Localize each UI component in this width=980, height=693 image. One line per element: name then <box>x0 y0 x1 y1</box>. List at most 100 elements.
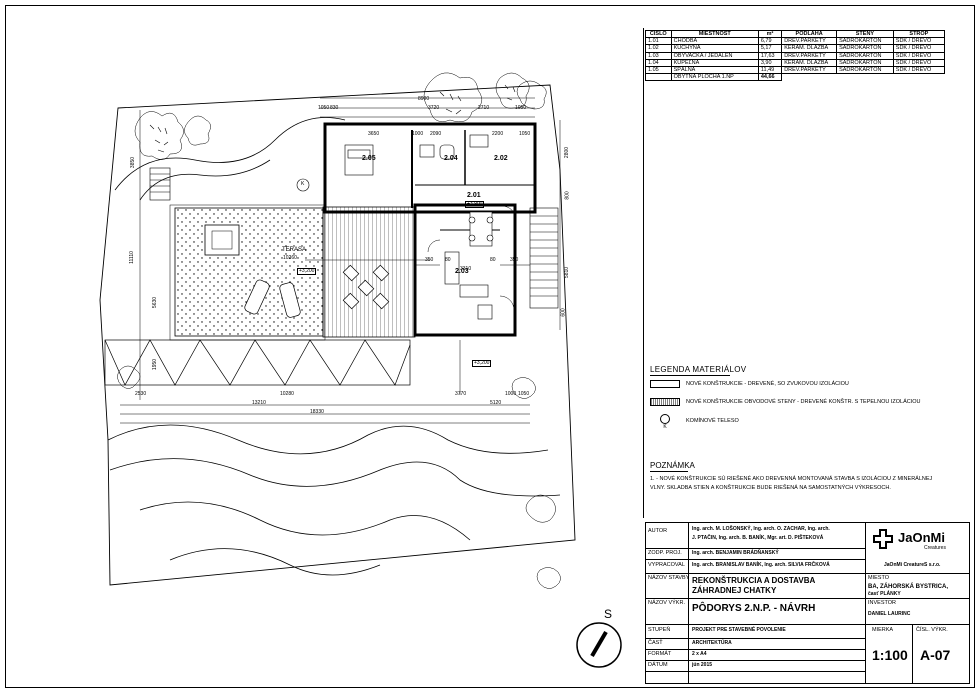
cell-floor: DREV.PARKETY <box>781 65 838 75</box>
legend-swatch-insulated <box>650 398 680 406</box>
legend-title: LEGENDA MATERIÁLOV <box>650 365 747 374</box>
company-logo-icon <box>873 529 893 549</box>
dim-top-1050c: 1050 <box>519 131 531 137</box>
room-2-05-label: 2.05 <box>362 155 376 162</box>
stupen-label: STUPEŇ <box>648 627 671 633</box>
dim-top-3650: 3650 <box>368 131 380 137</box>
cell-ceiling: SDK / DREVO <box>892 51 946 60</box>
room-table-header-row: ČÍSLO MIESTNOSŤ m² PODLAHA STENY STROP <box>645 29 946 39</box>
dim-inner-10260: 10260 <box>283 255 297 261</box>
vypracoval-value: Ing. arch. BRANISLAV BANÍK, Ing. arch. S… <box>692 562 830 568</box>
datum-label: DÁTUM <box>648 662 668 668</box>
title-block <box>645 522 970 684</box>
dim-left-3850: 3850 <box>130 156 137 169</box>
dim-bottom-1050: 1050 <box>518 391 530 397</box>
plot-boundary <box>99 84 576 586</box>
right-frame-line <box>643 28 974 518</box>
legend-swatch-wood <box>650 380 680 388</box>
cislo-label: ČÍSL. VÝKR. <box>916 627 948 633</box>
cell-area: 6,79 <box>757 37 783 46</box>
dim-right-600: 600 <box>560 308 567 317</box>
terrace-label: TERASA <box>282 247 307 253</box>
format-value: 2 x A4 <box>692 651 707 657</box>
cell-floor: DREV.PARKETY <box>781 37 838 46</box>
logo-text: JaOnMi <box>898 530 945 545</box>
interior-furniture <box>344 134 494 320</box>
cell-floor: KERAM. DLAŽBA <box>781 44 838 53</box>
tb-divider <box>645 671 865 672</box>
dim-right-5810: 5810 <box>564 266 571 279</box>
note-line <box>650 471 688 472</box>
dim-top-1050: 1050 <box>318 105 330 111</box>
cast-value: ARCHITEKTÚRA <box>692 640 732 646</box>
vykres-value: PÔDORYS 2.N.P. - NÁVRH <box>692 603 816 614</box>
vypracoval-label: VYPRACOVAL <box>648 562 685 568</box>
room-2-02-label: 2.02 <box>494 155 508 162</box>
autor-value-2: J. PTAČIN, Ing. arch. B. BANÍK, Mgr. art… <box>692 535 824 541</box>
miesto-value-1: BA, ZÁHORSKÁ BYSTRICA, <box>868 584 949 590</box>
cislo-value: A-07 <box>920 647 951 663</box>
dim-right-800: 800 <box>564 191 571 200</box>
plan-chimney-letter: K <box>301 181 305 187</box>
side-stairs <box>529 207 559 309</box>
dim-bottom-3770: 3770 <box>455 391 467 397</box>
dim-bottom-1000: 1000 <box>505 391 517 397</box>
table-total-row: OBYTNÁ PLOCHA 1.NP 44,66 <box>645 73 945 82</box>
dim-left-1950: 1950 <box>152 358 159 371</box>
datum-value: jún 2015 <box>692 662 713 668</box>
zodp-value: Ing. arch. BENJAMIN BRÁDŇANSKÝ <box>692 550 779 556</box>
zodp-label: ZODP. PROJ. <box>648 550 682 556</box>
autor-value-1: Ing. arch. M. LOŠONSKÝ, Ing. arch. O. ZA… <box>692 526 830 532</box>
room-2-01-label: 2.01 <box>467 192 481 199</box>
note-line-2: VLNY. SKLADBA STIEN A KONŠTRUKCIE BUDE R… <box>650 485 891 491</box>
door-swings <box>427 205 517 311</box>
legend-item-chimney: KOMÍNOVÉ TELESO <box>686 418 739 424</box>
investor-label: INVESTOR <box>868 600 897 606</box>
mierka-label: MIERKA <box>872 627 894 633</box>
cell-ceiling: SDK / DREVO <box>892 44 946 53</box>
dim-inner-350b: 350 <box>510 257 519 263</box>
cell-floor: DREV.PARKETY <box>781 51 838 60</box>
table-row: 1.01 CHODBA 6,79 DREV.PARKETY SADROKARTÓ… <box>645 37 946 46</box>
cell-ceiling: SDK / DREVO <box>892 65 946 75</box>
legend-line <box>650 375 730 376</box>
cell-area: 17,63 <box>757 51 783 60</box>
room-schedule-table: ČÍSLO MIESTNOSŤ m² PODLAHA STENY STROP 1… <box>645 29 946 82</box>
col-header-area: m² <box>757 29 783 39</box>
floor-plan-drawing <box>99 72 576 589</box>
dim-top-8900: 8900 <box>418 96 430 102</box>
sheet-border <box>5 5 975 688</box>
stavba-value-2: ZÁHRADNEJ CHATKY <box>692 586 777 595</box>
garden-paths <box>107 117 561 576</box>
stavba-value-1: REKONŠTRUKCIA A DOSTAVBA <box>692 576 816 585</box>
dim-top-2090: 2090 <box>430 131 442 137</box>
room-2-04-label: 2.04 <box>444 155 458 162</box>
vegetation-scribbles <box>149 84 516 153</box>
tb-divider <box>645 660 865 661</box>
miesto-value-2: časť PLÁNKY <box>868 591 901 597</box>
tb-divider <box>645 598 865 599</box>
investor-value: DANIEL LAURINC <box>868 611 911 617</box>
tb-divider <box>645 548 865 549</box>
legend-chimney-letter: K <box>663 424 667 430</box>
dim-inner-80a: 80 <box>445 257 451 263</box>
table-row: 1.02 KUCHYŇA 5,17 KERAM. DLAŽBA SADROKAR… <box>645 44 946 53</box>
tb-col-divider <box>912 624 913 684</box>
north-arrow-icon <box>576 622 622 668</box>
logo-subtext: Creatures <box>924 545 946 551</box>
tb-divider <box>865 598 970 599</box>
dim-bottom-18330: 18330 <box>310 409 324 415</box>
dim-top-1050b: 1050 <box>515 105 527 111</box>
tb-divider <box>645 649 865 650</box>
dim-inner-80b: 80 <box>490 257 496 263</box>
legend-item-insulated: NOVÉ KONŠTRUKCIE OBVODOVÉ STENY - DREVEN… <box>686 399 921 405</box>
company-name: JaOnMi CreatureS s.r.o. <box>884 562 941 568</box>
cell-area: 5,17 <box>757 44 783 53</box>
deck-furniture <box>342 264 390 310</box>
col-header-floor: PODLAHA <box>781 29 838 39</box>
skylight <box>204 224 240 256</box>
dim-inner-350a: 350 <box>425 257 434 263</box>
note-title: POZNÁMKA <box>650 461 695 470</box>
dim-top-1000: 1000 <box>412 131 424 137</box>
dim-top-830: 830 <box>330 105 339 111</box>
